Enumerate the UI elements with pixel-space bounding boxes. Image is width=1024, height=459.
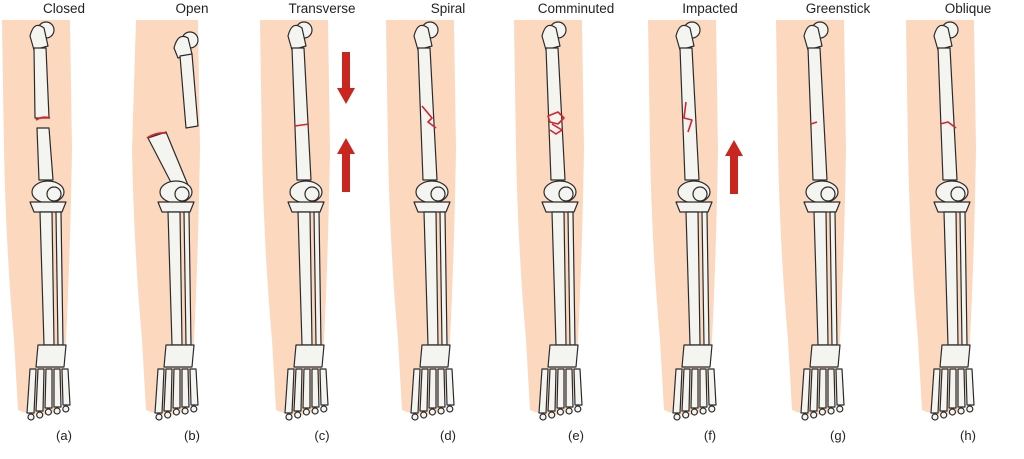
foot-bones — [930, 344, 975, 421]
leg-illustration — [284, 21, 329, 421]
panel-title: Spiral — [430, 1, 466, 16]
fracture-panel-impacted: Impacted (f) — [646, 0, 774, 459]
fracture-line — [810, 121, 818, 125]
skin-silhouette — [386, 20, 456, 415]
femur-head — [413, 21, 439, 51]
femur-head — [933, 21, 959, 51]
leg-illustration — [800, 21, 845, 421]
arrow-down-icon — [337, 52, 355, 104]
fracture-panel-transverse: Transverse (c) — [258, 0, 386, 459]
foot-bones — [672, 344, 717, 421]
femur-shaft — [545, 47, 566, 181]
femur-shaft — [417, 47, 438, 181]
panel-label: (g) — [830, 428, 846, 443]
foot-bones — [284, 344, 329, 421]
panel-label: (a) — [56, 428, 72, 443]
leg-illustration — [146, 31, 199, 421]
leg-svg — [2, 20, 72, 421]
femur-shaft — [291, 47, 312, 181]
leg-svg — [648, 20, 743, 421]
arrow-up-icon — [337, 138, 355, 192]
leg-illustration — [410, 21, 455, 421]
foot-bones — [800, 344, 845, 421]
knee-joint — [803, 180, 841, 213]
knee-joint — [157, 180, 195, 213]
femur-head — [287, 21, 313, 51]
leg-illustration — [538, 21, 583, 421]
panel-title: Closed — [42, 1, 86, 16]
fracture-line — [547, 111, 565, 135]
fracture-panel-spiral: Spiral (d) — [384, 0, 512, 459]
femur-shaft — [937, 47, 958, 181]
skin-silhouette — [132, 20, 200, 415]
knee-joint — [413, 180, 451, 213]
knee-joint — [287, 180, 325, 213]
panel-title: Open — [175, 1, 209, 16]
fracture-panel-comminuted: Comminuted (e) — [512, 0, 640, 459]
fracture-line — [294, 123, 310, 127]
femur-upper — [179, 53, 199, 129]
fracture-line — [939, 121, 957, 129]
leg-svg — [776, 20, 846, 421]
leg-svg — [386, 20, 456, 421]
foot-bones — [26, 344, 71, 421]
foot-bones — [538, 344, 583, 421]
panel-title: Comminuted — [537, 1, 615, 16]
fracture-panel-closed: Closed (a) — [0, 0, 128, 459]
panel-label: (h) — [960, 428, 976, 443]
skin-silhouette — [906, 20, 976, 415]
panel-title: Impacted — [682, 1, 738, 16]
femur-head — [803, 21, 829, 51]
panel-label: (d) — [440, 428, 456, 443]
fracture-line — [683, 101, 693, 133]
panel-title: Transverse — [288, 1, 356, 16]
skin-silhouette — [648, 20, 718, 415]
femur-shaft — [679, 47, 700, 181]
panel-title: Oblique — [944, 1, 992, 16]
foot-bones — [154, 344, 199, 421]
fracture-panel-oblique: Oblique (h) — [904, 0, 1024, 459]
panel-label: (b) — [184, 428, 200, 443]
femur-head — [29, 21, 55, 51]
leg-illustration — [930, 21, 975, 421]
fracture-line — [421, 105, 437, 129]
leg-svg — [260, 20, 355, 421]
femur-shaft — [807, 47, 828, 181]
leg-svg — [906, 20, 976, 421]
femur-head — [675, 21, 701, 51]
panel-title: Greenstick — [805, 1, 871, 16]
knee-joint — [29, 180, 67, 213]
skin-silhouette — [2, 20, 72, 415]
fracture-panel-greenstick: Greenstick (g) — [774, 0, 902, 459]
femur-head — [541, 21, 567, 51]
femur-upper — [33, 47, 50, 119]
fracture-line — [35, 116, 51, 121]
leg-svg — [132, 20, 200, 421]
fracture-line — [146, 131, 167, 139]
skin-silhouette — [776, 20, 846, 415]
fracture-panel-open: Open (b) — [128, 0, 256, 459]
femur-lower — [36, 127, 54, 181]
leg-illustration — [26, 21, 71, 421]
leg-illustration — [672, 21, 717, 421]
skin-silhouette — [514, 20, 584, 415]
arrow-up-icon — [725, 140, 743, 194]
panel-label: (e) — [568, 428, 584, 443]
skin-silhouette — [260, 20, 330, 415]
knee-joint — [675, 180, 713, 213]
panel-label: (c) — [314, 428, 330, 443]
knee-joint — [541, 180, 579, 213]
foot-bones — [410, 344, 455, 421]
leg-svg — [514, 20, 584, 421]
panel-label: (f) — [703, 428, 717, 443]
knee-joint — [933, 180, 971, 213]
